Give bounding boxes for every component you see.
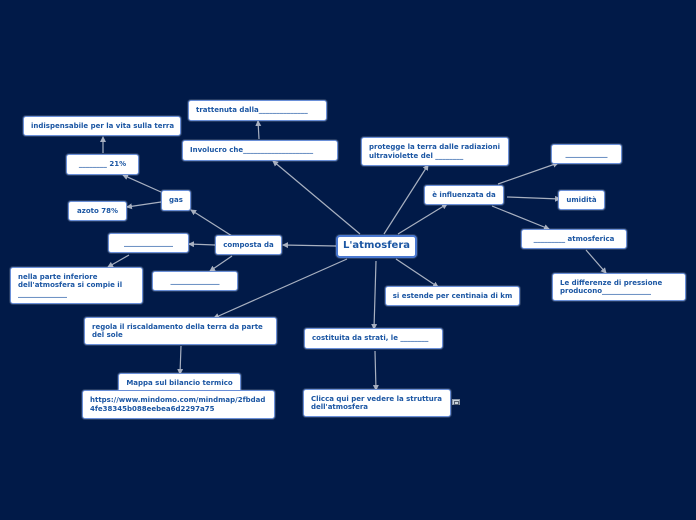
node-url[interactable]: https://www.mindomo.com/mindmap/2fbdad4f… bbox=[82, 390, 275, 419]
connector-root-composta bbox=[282, 242, 337, 249]
node-parte-inferiore[interactable]: nella parte inferiore dell'atmosfera si … bbox=[10, 267, 143, 304]
connector-strati-clicca bbox=[372, 350, 379, 391]
node-trattenuta[interactable]: trattenuta dalla______________ bbox=[188, 100, 327, 121]
connector-gas-azoto bbox=[126, 201, 162, 210]
connector-influenzata-umidita bbox=[506, 195, 561, 202]
connector-gas-21 bbox=[122, 174, 162, 193]
connector-root-influenzata bbox=[397, 203, 448, 235]
connector-involucro-trattenuta bbox=[255, 120, 262, 140]
node-indispensabile[interactable]: indispensabile per la vita sulla terra bbox=[23, 116, 181, 136]
node-blank-right[interactable]: ____________ bbox=[551, 144, 622, 164]
connector-composta-blank-lower bbox=[209, 255, 233, 272]
root-node[interactable]: L'atmosfera bbox=[336, 235, 417, 258]
node-involucro[interactable]: Involucro che____________________ bbox=[182, 140, 338, 161]
node-gas[interactable]: gas bbox=[161, 190, 191, 211]
connector-atmosferica-pressione bbox=[585, 249, 607, 274]
node-azoto[interactable]: azoto 78% bbox=[68, 201, 127, 221]
node-atmosferica[interactable]: _________ atmosferica bbox=[521, 229, 627, 249]
connector-root-protegge bbox=[383, 164, 429, 235]
node-blank-lower[interactable]: ______________ bbox=[152, 271, 238, 291]
connector-riscaldamento-bilancio bbox=[177, 345, 184, 375]
node-21-percent[interactable]: ________ 21% bbox=[66, 154, 139, 175]
connector-composta-gas bbox=[190, 209, 233, 237]
node-blank-left[interactable]: ______________ bbox=[108, 233, 189, 253]
node-clicca[interactable]: Clicca qui per vedere la struttura dell'… bbox=[303, 389, 451, 417]
connector-root-estende bbox=[395, 258, 439, 288]
connector-blank-left-inferiore bbox=[107, 254, 130, 268]
node-protegge[interactable]: protegge la terra dalle radiazioni ultra… bbox=[361, 137, 509, 166]
connector-influenzata-blank-right bbox=[497, 161, 559, 185]
connector-composta-blank-left bbox=[188, 241, 216, 248]
node-riscaldamento[interactable]: regola il riscaldamento della terra da p… bbox=[84, 317, 277, 345]
node-influenzata[interactable]: è influenzata da bbox=[424, 185, 504, 205]
connector-root-strati bbox=[371, 260, 378, 330]
connector-root-involucro bbox=[272, 160, 361, 235]
node-umidita[interactable]: umidità bbox=[558, 190, 605, 210]
node-composta-da[interactable]: composta da bbox=[215, 235, 282, 255]
connector-root-riscaldamento bbox=[213, 258, 348, 319]
node-pressione[interactable]: Le differenze di pressione producono____… bbox=[552, 273, 686, 301]
node-estende[interactable]: si estende per centinaia di km bbox=[385, 286, 520, 306]
node-strati[interactable]: costituita da strati, le ________ bbox=[304, 328, 443, 349]
connector-influenzata-atmosferica bbox=[491, 205, 550, 230]
hyperlink-icon[interactable] bbox=[452, 399, 460, 405]
